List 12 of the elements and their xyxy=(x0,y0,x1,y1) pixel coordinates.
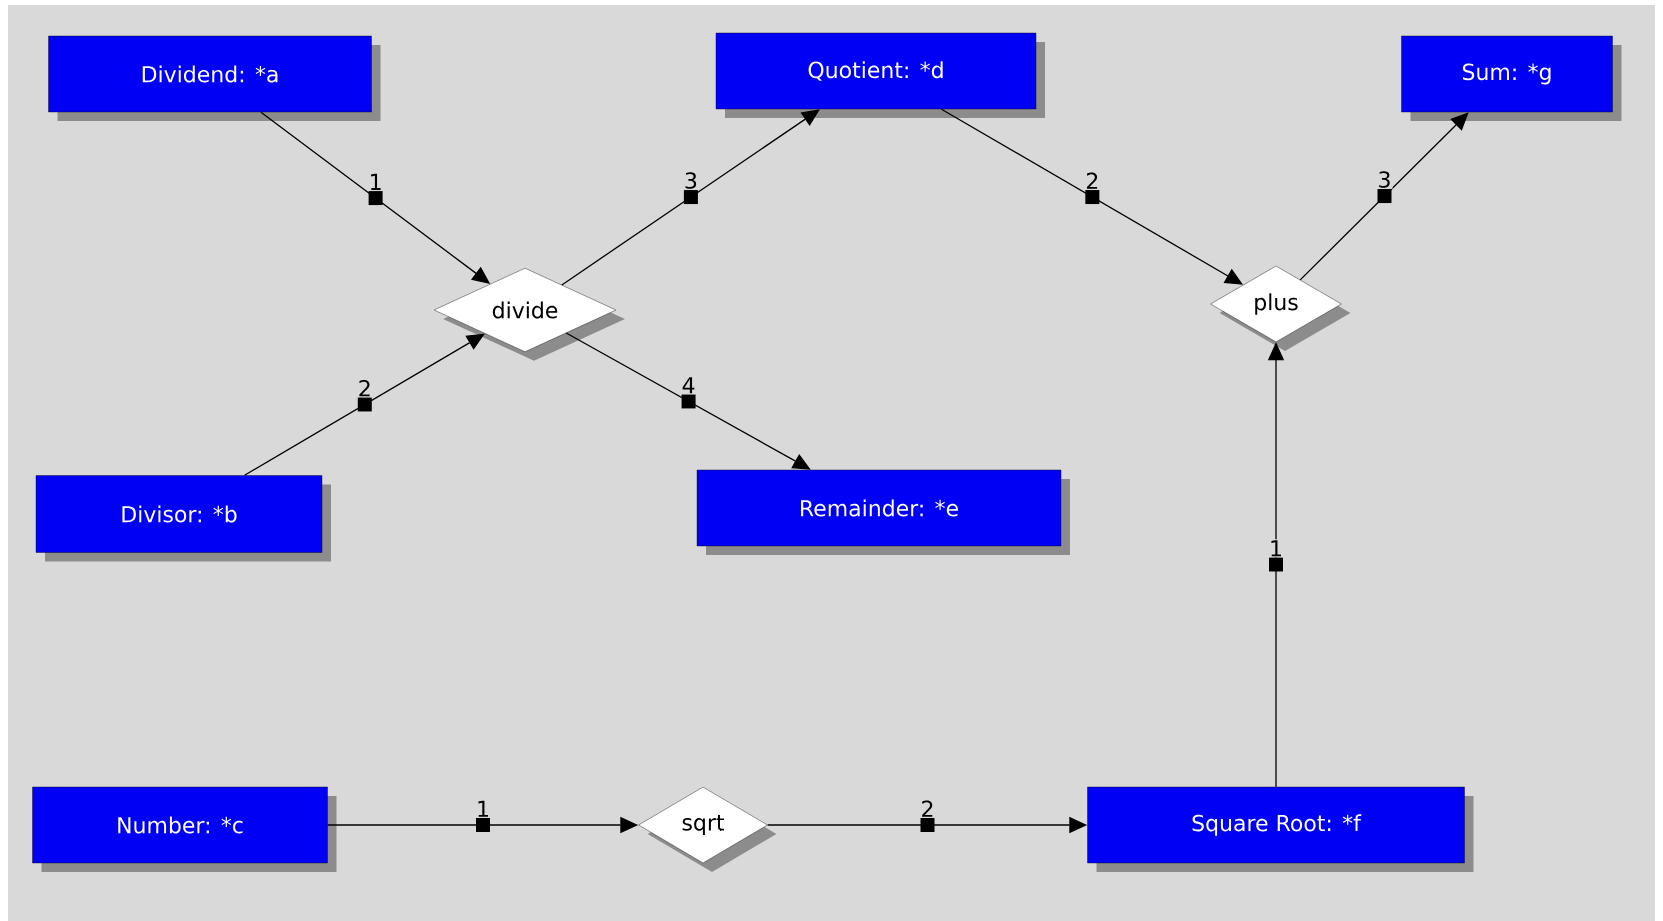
connector-arrow xyxy=(561,109,820,286)
connector-arrow xyxy=(243,333,485,476)
entity-box: Square Root: *f xyxy=(1087,786,1474,872)
entity-box: Dividend: *a xyxy=(48,35,381,121)
edge-label: 1 xyxy=(1268,539,1284,558)
entity-box: Number: *c xyxy=(32,786,337,872)
entity-box: Sum: *g xyxy=(1401,35,1622,121)
entity-box: Quotient: *d xyxy=(715,32,1045,118)
entity-box: Divisor: *b xyxy=(35,475,331,562)
connector-arrow xyxy=(565,332,811,470)
entity-box: Remainder: *e xyxy=(696,469,1070,555)
connector-arrow xyxy=(1299,112,1469,281)
